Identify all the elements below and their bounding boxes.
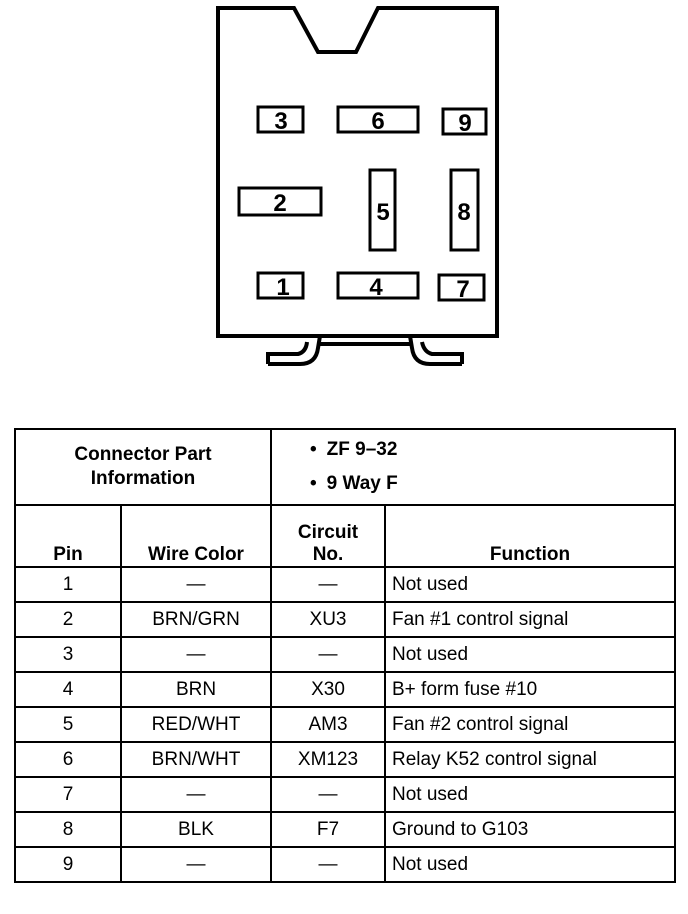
cell-circuit: XU3 bbox=[270, 601, 386, 638]
pin-cavity-8: 8 bbox=[449, 168, 480, 252]
header-circuit-line1: Circuit bbox=[297, 522, 359, 543]
cell-circuit: — bbox=[270, 636, 386, 673]
part-info-label: Connector Part Information bbox=[14, 428, 272, 506]
cell-circuit: X30 bbox=[270, 671, 386, 708]
table-row: 4 BRN X30 B+ form fuse #10 bbox=[14, 671, 676, 708]
pin-label: 2 bbox=[273, 190, 286, 217]
header-function: Function bbox=[384, 504, 676, 568]
pin-cavity-5: 5 bbox=[368, 168, 397, 252]
table-row: 8 BLK F7 Ground to G103 bbox=[14, 811, 676, 848]
cell-function: Relay K52 control signal bbox=[384, 741, 676, 778]
part-info-label-line1: Connector Part bbox=[74, 444, 212, 465]
column-header-row: Pin Wire Color Circuit No. Function bbox=[14, 504, 676, 568]
pin-label: 9 bbox=[458, 110, 471, 137]
pin-cavity-9: 9 bbox=[441, 107, 488, 137]
table-row: 5 RED/WHT AM3 Fan #2 control signal bbox=[14, 706, 676, 743]
cell-pin: 5 bbox=[14, 706, 122, 743]
pin-label: 5 bbox=[376, 199, 389, 226]
cell-wire-color: — bbox=[120, 566, 272, 603]
header-wire-color: Wire Color bbox=[120, 504, 272, 568]
cell-function: Not used bbox=[384, 846, 676, 883]
pin-cavity-6: 6 bbox=[336, 105, 420, 135]
cell-pin: 6 bbox=[14, 741, 122, 778]
cell-circuit: — bbox=[270, 776, 386, 813]
cell-circuit: XM123 bbox=[270, 741, 386, 778]
cell-pin: 8 bbox=[14, 811, 122, 848]
table-row: 2 BRN/GRN XU3 Fan #1 control signal bbox=[14, 601, 676, 638]
cell-function: Not used bbox=[384, 636, 676, 673]
cell-pin: 9 bbox=[14, 846, 122, 883]
table-row: 9 — — Not used bbox=[14, 846, 676, 883]
cell-circuit: F7 bbox=[270, 811, 386, 848]
pin-cavity-3: 3 bbox=[256, 105, 305, 135]
pin-cavity-1: 1 bbox=[256, 271, 305, 301]
pin-cavity-4: 4 bbox=[336, 271, 420, 301]
cell-wire-color: — bbox=[120, 846, 272, 883]
connector-latch bbox=[266, 335, 464, 366]
part-info-row: Connector Part Information ZF 9–32 9 Way… bbox=[14, 428, 676, 506]
cell-function: Ground to G103 bbox=[384, 811, 676, 848]
table-row: 7 — — Not used bbox=[14, 776, 676, 813]
cell-circuit: AM3 bbox=[270, 706, 386, 743]
cell-function: Not used bbox=[384, 776, 676, 813]
table-row: 6 BRN/WHT XM123 Relay K52 control signal bbox=[14, 741, 676, 778]
table-row: 3 — — Not used bbox=[14, 636, 676, 673]
connector-info-table: Connector Part Information ZF 9–32 9 Way… bbox=[14, 428, 676, 883]
cell-wire-color: — bbox=[120, 636, 272, 673]
cell-function: Not used bbox=[384, 566, 676, 603]
pin-label: 6 bbox=[371, 108, 384, 135]
cell-function: Fan #2 control signal bbox=[384, 706, 676, 743]
cell-pin: 7 bbox=[14, 776, 122, 813]
pin-label: 3 bbox=[274, 108, 287, 135]
cell-pin: 2 bbox=[14, 601, 122, 638]
part-info-values: ZF 9–32 9 Way F bbox=[270, 428, 676, 506]
cell-circuit: — bbox=[270, 846, 386, 883]
cell-circuit: — bbox=[270, 566, 386, 603]
connector-body-outline bbox=[216, 6, 499, 338]
header-circuit-no: Circuit No. bbox=[270, 504, 386, 568]
connector-face-diagram: 3 6 9 2 5 8 1 4 7 bbox=[216, 6, 499, 366]
header-pin: Pin bbox=[14, 504, 122, 568]
cell-wire-color: BLK bbox=[120, 811, 272, 848]
part-info-item: 9 Way F bbox=[310, 467, 668, 501]
cell-wire-color: RED/WHT bbox=[120, 706, 272, 743]
pin-cavity-7: 7 bbox=[437, 273, 486, 303]
cell-wire-color: BRN/GRN bbox=[120, 601, 272, 638]
pin-label: 1 bbox=[276, 274, 289, 301]
cell-wire-color: BRN bbox=[120, 671, 272, 708]
cell-function: Fan #1 control signal bbox=[384, 601, 676, 638]
header-circuit-line2: No. bbox=[312, 544, 344, 565]
cell-wire-color: — bbox=[120, 776, 272, 813]
pin-label: 8 bbox=[457, 199, 470, 226]
cell-pin: 3 bbox=[14, 636, 122, 673]
part-info-label-line2: Information bbox=[90, 468, 196, 489]
table-row: 1 — — Not used bbox=[14, 566, 676, 603]
part-info-item: ZF 9–32 bbox=[310, 433, 668, 467]
pin-label: 4 bbox=[369, 274, 383, 301]
cell-pin: 4 bbox=[14, 671, 122, 708]
pin-label: 7 bbox=[456, 276, 469, 303]
cell-wire-color: BRN/WHT bbox=[120, 741, 272, 778]
cell-pin: 1 bbox=[14, 566, 122, 603]
cell-function: B+ form fuse #10 bbox=[384, 671, 676, 708]
pin-cavity-2: 2 bbox=[237, 186, 323, 217]
